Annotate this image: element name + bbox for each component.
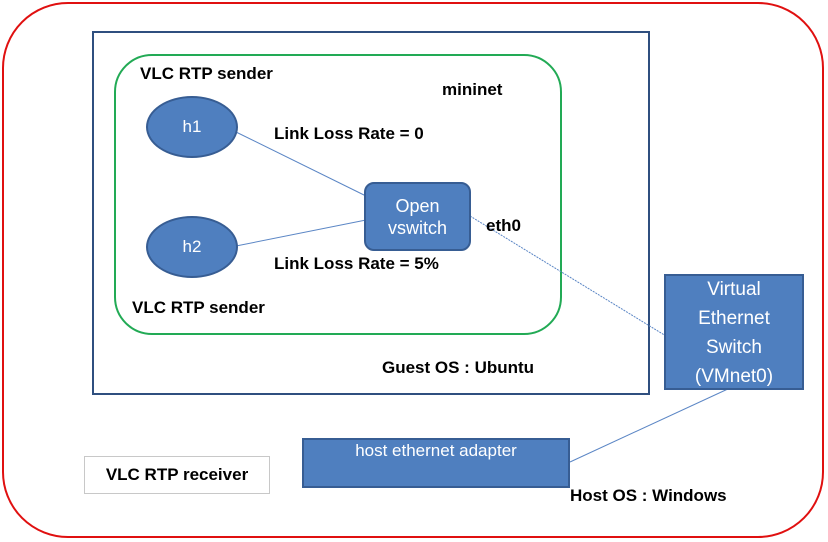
guest-os-label: Guest OS : Ubuntu xyxy=(382,358,535,377)
h2-label: h2 xyxy=(182,237,202,256)
eth0-label: eth0 xyxy=(486,216,521,235)
vswitch-line-2: Ethernet xyxy=(698,307,770,329)
link-eth0-vmnet xyxy=(469,215,667,337)
adapter-label: host ethernet adapter xyxy=(355,441,517,460)
virtual-ethernet-switch-node: Virtual Ethernet Switch (VMnet0) xyxy=(664,274,804,390)
mininet-box xyxy=(114,54,562,335)
vswitch-line-3: Switch xyxy=(706,336,762,358)
mininet-label: mininet xyxy=(442,80,503,99)
switch-line-1: Open xyxy=(395,195,440,216)
host-ethernet-adapter-node: host ethernet adapter xyxy=(302,438,570,488)
link-h1-switch xyxy=(235,131,367,197)
link-h2-switch xyxy=(235,219,367,247)
link-loss-rate-h2-label: Link Loss Rate = 5% xyxy=(274,254,439,273)
link-vmnet-adapter xyxy=(569,387,731,463)
h1-label: h1 xyxy=(182,117,202,136)
host-h2-node: h2 xyxy=(146,216,238,278)
vlc-rtp-receiver-box: VLC RTP receiver xyxy=(84,456,270,494)
guest-os-box xyxy=(92,31,650,395)
sender-bottom-label: VLC RTP sender xyxy=(132,298,265,317)
vswitch-line-4: (VMnet0) xyxy=(694,365,774,387)
open-vswitch-node: Open vswitch xyxy=(364,182,471,251)
host-os-label: Host OS : Windows xyxy=(570,486,727,505)
vswitch-line-1: Virtual xyxy=(707,278,761,300)
sender-top-label: VLC RTP sender xyxy=(140,64,273,83)
link-loss-rate-h1-label: Link Loss Rate = 0 xyxy=(274,124,424,143)
receiver-label: VLC RTP receiver xyxy=(105,465,249,484)
host-h1-node: h1 xyxy=(146,96,238,158)
switch-line-2: vswitch xyxy=(387,217,447,238)
